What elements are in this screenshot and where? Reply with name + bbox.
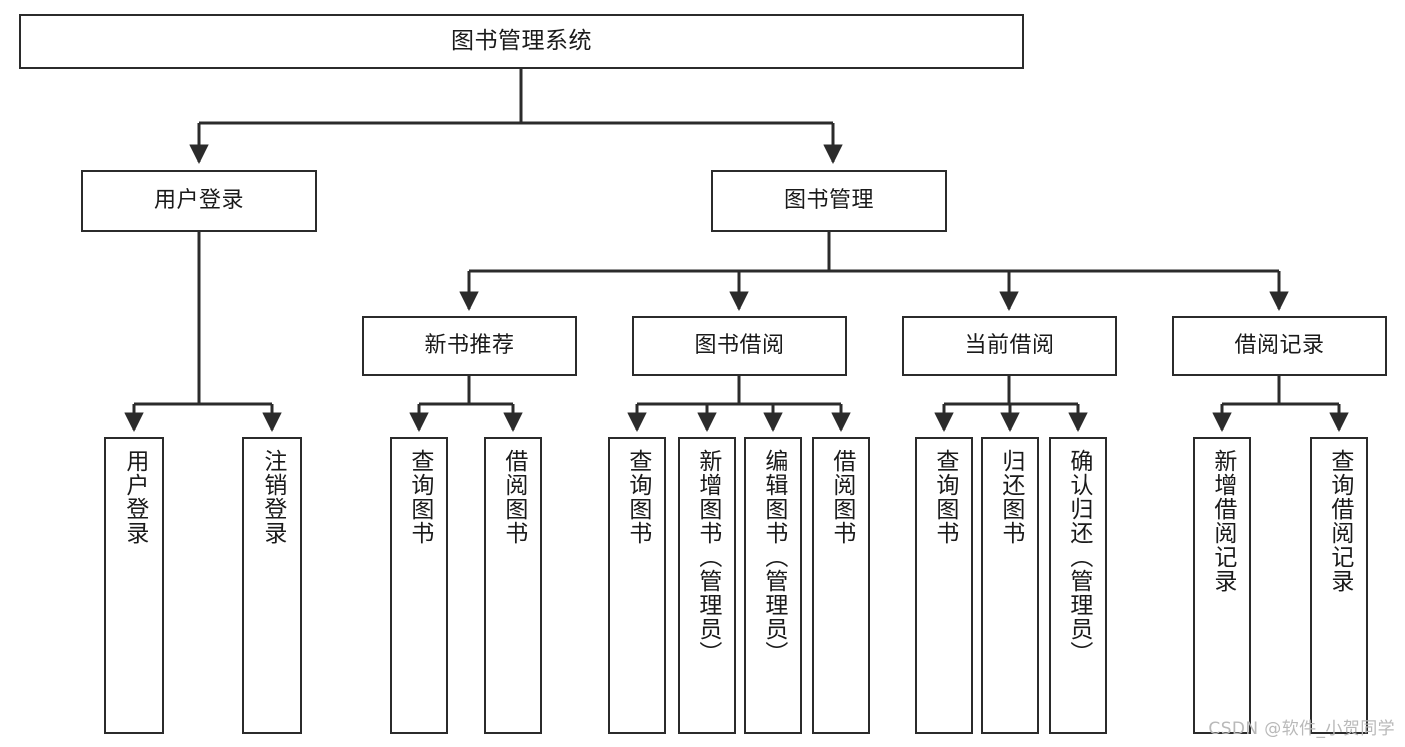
node-user-login-label: 用户登录 (153, 188, 244, 214)
node-leaf-add-book-label: 新增图书（管理员） (694, 449, 721, 665)
node-borrow-record[interactable]: 借阅记录 (1172, 316, 1387, 376)
node-leaf-query-book-2[interactable]: 查询图书 (608, 437, 666, 734)
node-root[interactable]: 图书管理系统 (19, 14, 1024, 69)
node-leaf-query-book-1[interactable]: 查询图书 (390, 437, 448, 734)
node-leaf-confirm-return-label: 确认归还（管理员） (1065, 449, 1092, 665)
node-leaf-return-book[interactable]: 归还图书 (981, 437, 1039, 734)
node-current-borrow-label: 当前借阅 (964, 333, 1055, 359)
node-leaf-query-book-3-label: 查询图书 (931, 449, 958, 545)
node-root-label: 图书管理系统 (451, 27, 592, 54)
node-leaf-edit-book-label: 编辑图书（管理员） (760, 449, 787, 665)
node-leaf-logout-label: 注销登录 (259, 449, 286, 545)
node-leaf-logout[interactable]: 注销登录 (242, 437, 302, 734)
node-leaf-add-book[interactable]: 新增图书（管理员） (678, 437, 736, 734)
node-book-borrow-label: 图书借阅 (694, 333, 785, 359)
node-leaf-edit-book[interactable]: 编辑图书（管理员） (744, 437, 802, 734)
node-leaf-query-book-1-label: 查询图书 (406, 449, 433, 545)
node-leaf-add-record[interactable]: 新增借阅记录 (1193, 437, 1251, 734)
node-book-borrow[interactable]: 图书借阅 (632, 316, 847, 376)
node-leaf-return-book-label: 归还图书 (997, 449, 1024, 545)
node-user-login[interactable]: 用户登录 (81, 170, 317, 232)
node-leaf-confirm-return[interactable]: 确认归还（管理员） (1049, 437, 1107, 734)
node-borrow-record-label: 借阅记录 (1234, 333, 1325, 359)
node-leaf-borrow-book-1-label: 借阅图书 (500, 449, 527, 545)
node-leaf-borrow-book-2[interactable]: 借阅图书 (812, 437, 870, 734)
node-leaf-add-record-label: 新增借阅记录 (1209, 449, 1236, 593)
node-leaf-borrow-book-2-label: 借阅图书 (828, 449, 855, 545)
node-new-book-rec[interactable]: 新书推荐 (362, 316, 577, 376)
node-new-book-rec-label: 新书推荐 (424, 333, 515, 359)
node-book-manage[interactable]: 图书管理 (711, 170, 947, 232)
node-current-borrow[interactable]: 当前借阅 (902, 316, 1117, 376)
node-leaf-query-book-3[interactable]: 查询图书 (915, 437, 973, 734)
node-leaf-user-login-label: 用户登录 (121, 449, 148, 545)
node-leaf-user-login[interactable]: 用户登录 (104, 437, 164, 734)
node-leaf-borrow-book-1[interactable]: 借阅图书 (484, 437, 542, 734)
node-leaf-query-record[interactable]: 查询借阅记录 (1310, 437, 1368, 734)
node-leaf-query-record-label: 查询借阅记录 (1326, 449, 1353, 593)
node-leaf-query-book-2-label: 查询图书 (624, 449, 651, 545)
node-book-manage-label: 图书管理 (783, 188, 874, 214)
